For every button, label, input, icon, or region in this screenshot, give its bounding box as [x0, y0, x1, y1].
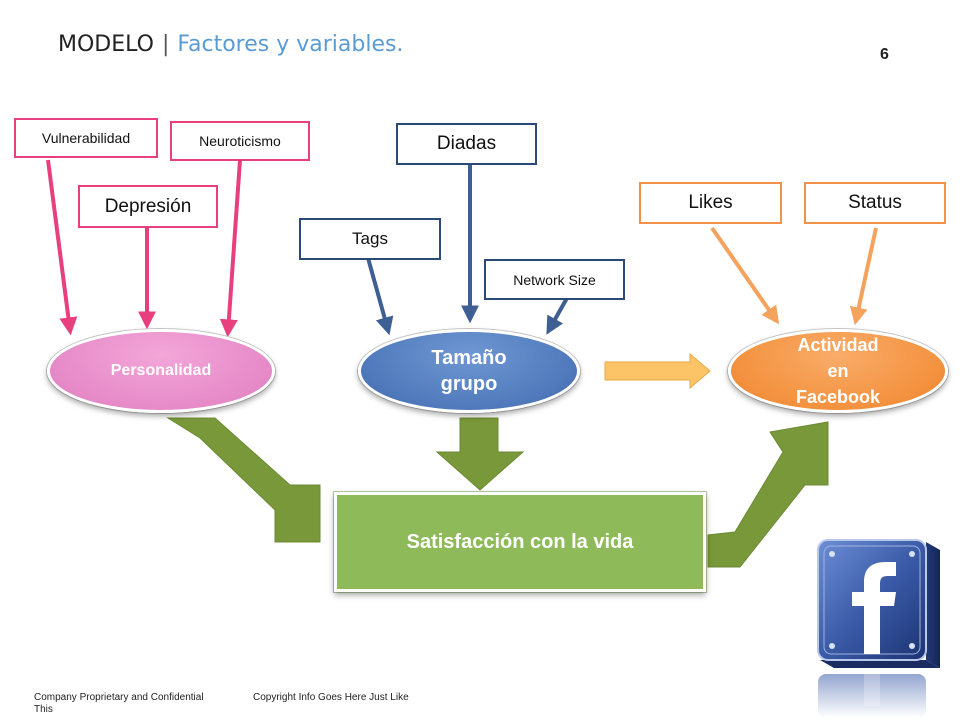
- construct-tamano-line1: Tamaño: [431, 347, 507, 369]
- tamano-to-satisfaccion-arrow: [435, 417, 525, 491]
- factor-box-status: Status: [804, 182, 946, 224]
- slide-title: MODELO | Factores y variables.: [58, 32, 403, 57]
- construct-personalidad: Personalidad: [47, 329, 275, 413]
- construct-actividad-facebook: Actividad en Facebook: [728, 329, 948, 413]
- factor-box-depresion: Depresión: [78, 185, 218, 228]
- factor-box-tags: Tags: [299, 218, 441, 260]
- status-connector: [849, 227, 878, 326]
- title-separator: |: [161, 32, 170, 57]
- factor-box-network-size: Network Size: [484, 259, 625, 300]
- construct-actividad-line1: Actividad: [797, 335, 879, 355]
- factor-box-diadas: Diadas: [396, 123, 537, 165]
- factor-box-likes: Likes: [639, 182, 782, 224]
- factor-box-vulnerabilidad: Vulnerabilidad: [14, 118, 158, 158]
- personalidad-to-satisfaccion-arrow: [166, 417, 321, 543]
- title-main: MODELO: [58, 32, 154, 57]
- page-number: 6: [880, 46, 889, 63]
- footer-copyright: Copyright Info Goes Here Just Like: [253, 692, 409, 703]
- construct-personalidad-label: Personalidad: [110, 362, 212, 379]
- tamano-to-actividad-arrow: [604, 352, 711, 390]
- outcome-satisfaccion: Satisfacción con la vida: [334, 492, 706, 592]
- satisfaccion-to-actividad-arrow: [707, 421, 829, 568]
- footer-confidential: Company Proprietary and Confidential Thi…: [34, 692, 234, 716]
- title-subtitle: Factores y variables.: [177, 32, 404, 57]
- vulnerabilidad-connector: [46, 159, 78, 336]
- outcome-label: Satisfacción con la vida: [406, 530, 634, 553]
- footer-left-line1: Company Proprietary and Confidential: [34, 692, 204, 703]
- tags-connector: [366, 257, 394, 336]
- construct-tamano-grupo: Tamaño grupo: [358, 329, 580, 413]
- footer-left-line2: This: [34, 704, 53, 715]
- construct-actividad-line3: Facebook: [795, 387, 881, 407]
- facebook-logo-icon: [817, 539, 940, 718]
- neuroticismo-connector: [219, 159, 242, 338]
- factor-box-neuroticismo: Neuroticismo: [170, 121, 310, 161]
- likes-connector: [710, 226, 780, 325]
- network-size-connector: [546, 297, 569, 335]
- construct-actividad-line2: en: [827, 361, 849, 381]
- construct-tamano-line2: grupo: [440, 373, 498, 395]
